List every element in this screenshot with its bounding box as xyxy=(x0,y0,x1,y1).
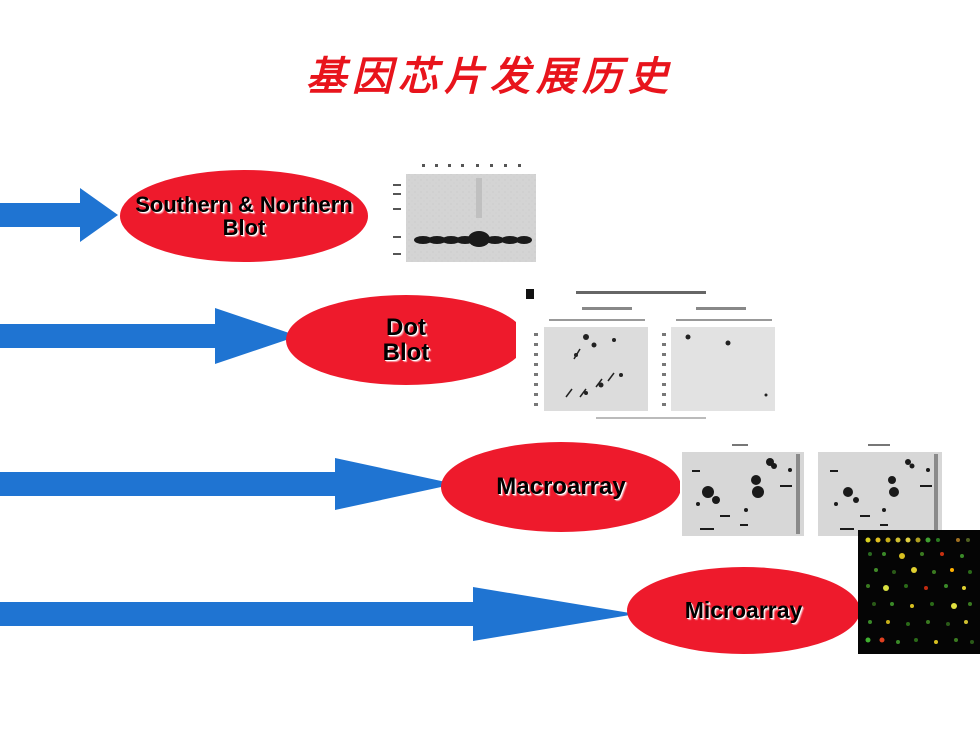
arrow-icon xyxy=(0,458,455,510)
page-title: 基因芯片发展历史 xyxy=(306,53,674,100)
stage-label: Microarray xyxy=(684,597,803,624)
stage-label: Dot Blot xyxy=(382,313,430,366)
stage-label: Macroarray xyxy=(496,473,626,501)
stage-ellipse-southern-northern: Southern & Northern Blot xyxy=(120,170,368,262)
gel-blot-image xyxy=(390,160,540,266)
macroarray-image xyxy=(680,440,945,540)
stage-ellipse-microarray: Microarray xyxy=(627,567,860,654)
microarray-image xyxy=(858,530,980,654)
stage-label: Southern & Northern Blot xyxy=(135,191,353,240)
stage-ellipse-dot-blot: Dot Blot xyxy=(286,295,526,385)
arrow-icon xyxy=(0,587,636,641)
arrow-icon xyxy=(0,308,298,364)
dot-blot-image xyxy=(516,285,781,423)
stage-ellipse-macroarray: Macroarray xyxy=(441,442,681,532)
arrow-icon xyxy=(0,188,118,242)
